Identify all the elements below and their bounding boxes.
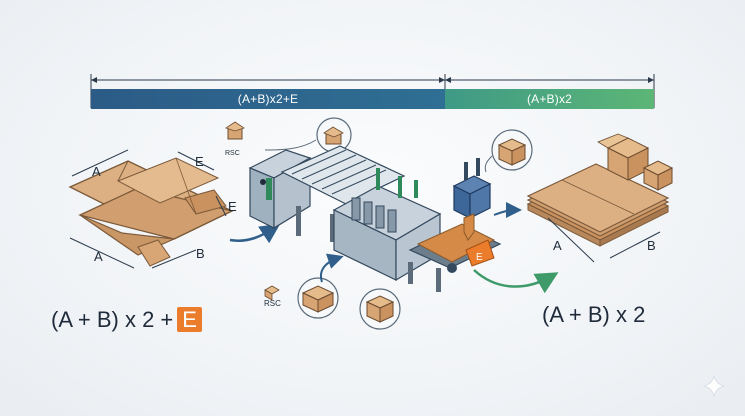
label-b-bottom: B (196, 246, 205, 261)
box-icon (597, 133, 650, 181)
right-label-b: B (647, 238, 656, 253)
rsc-label-top: RSC (225, 150, 240, 157)
connector-line (484, 155, 493, 173)
formula-right: (A + B) x 2 (542, 302, 646, 327)
label-a-bottom: A (94, 249, 103, 264)
box-icon (323, 126, 344, 145)
box-badge-circle-bottom (359, 288, 401, 330)
box-badge-circle-top (316, 117, 352, 153)
e-tab-label: E (476, 252, 483, 263)
box-icon (365, 295, 395, 323)
glue-head (452, 158, 492, 241)
label-a-top: A (92, 164, 101, 179)
connector-line (264, 139, 317, 151)
finished-boxes (597, 133, 674, 191)
rsc-badge-bottom: RSC (264, 277, 339, 319)
formula-bar-right: (A+B)x2 (445, 89, 654, 109)
right-flat-stack: A B (526, 163, 670, 263)
label-e-side: E (228, 199, 237, 214)
sparkle-icon (703, 375, 725, 397)
arrow-icon (473, 269, 559, 294)
label-e-top: E (195, 154, 204, 169)
arrow-icon (229, 223, 281, 244)
box-icon (225, 121, 245, 140)
arrow-icon (320, 253, 344, 283)
box-icon (642, 160, 674, 191)
folder-gluer-machine: E (248, 145, 502, 292)
box-icon (264, 285, 280, 301)
formula-bar-left: (A+B)x2+E (91, 89, 445, 109)
rsc-badge-top: RSC (225, 121, 245, 157)
arrow-icon (493, 202, 522, 219)
rsc-label-bottom: RSC (264, 299, 281, 308)
formula-left: (A + B) x 2 +E (51, 307, 202, 333)
formula-e-badge: E (177, 307, 202, 332)
formula-left-text: (A + B) x 2 + (51, 307, 174, 332)
box-badge-circle-right (491, 129, 533, 171)
box-icon (497, 138, 527, 166)
box-icon (301, 285, 335, 313)
left-flat-blank: A E E A B (68, 149, 237, 269)
right-label-a: A (553, 238, 562, 253)
